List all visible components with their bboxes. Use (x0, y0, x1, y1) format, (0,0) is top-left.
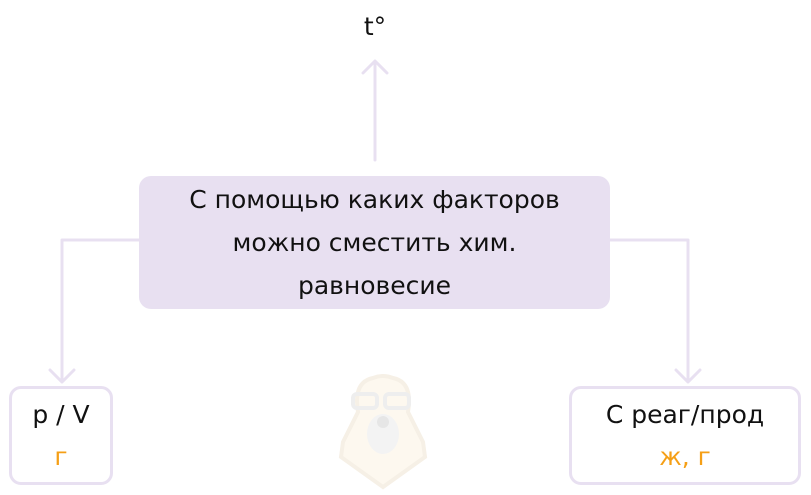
arrow-to-pressure (48, 238, 141, 384)
concentration-phase: ж, г (659, 441, 711, 471)
pressure-volume-phase: г (54, 441, 68, 471)
pressure-volume-box: p / V г (9, 386, 113, 485)
temperature-factor-label: t° (363, 12, 387, 41)
arrow-up-to-temperature (361, 59, 389, 162)
central-question-text: С помощью каких факторов можно сместить … (189, 185, 560, 300)
arrow-to-concentration (608, 238, 702, 384)
central-question-box: С помощью каких факторов можно сместить … (139, 176, 610, 309)
concentration-title: C реаг/прод (605, 399, 765, 429)
bear-watermark-icon (338, 374, 428, 490)
pressure-volume-title: p / V (32, 399, 90, 429)
concentration-box: C реаг/прод ж, г (569, 386, 801, 485)
